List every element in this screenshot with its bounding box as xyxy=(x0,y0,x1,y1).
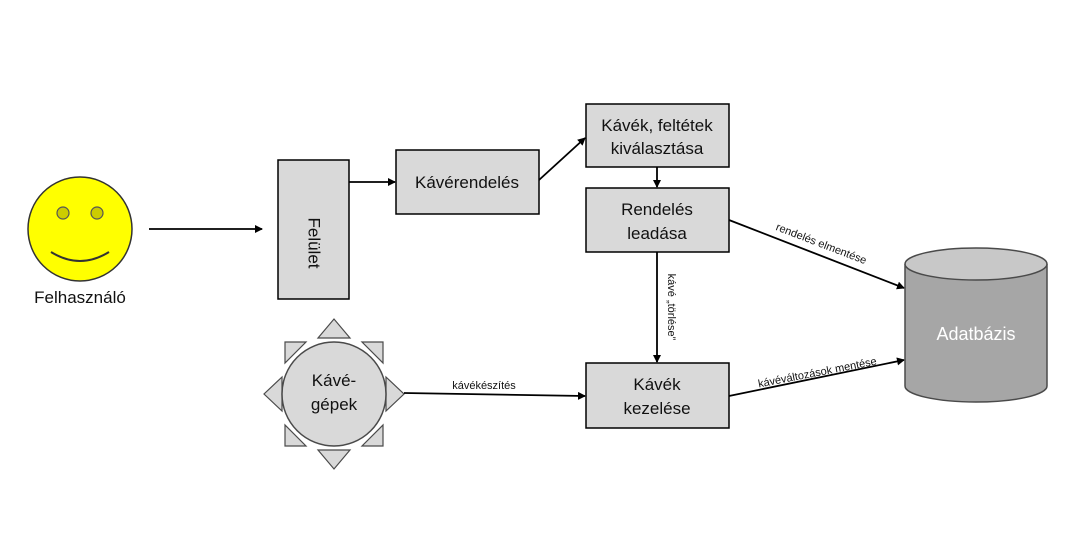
smiley-right-eye xyxy=(90,206,104,220)
sun-rays xyxy=(263,318,405,470)
node-kezelese-label-2: kezelése xyxy=(623,399,690,418)
database-icon xyxy=(904,264,1048,403)
edge-label-rendeles-mentese: rendelés elmentése xyxy=(774,221,868,267)
node-rendeles-label-1: Rendelés xyxy=(621,200,693,219)
smiley-face-icon xyxy=(27,176,133,282)
node-kivalasztas: Kávék, feltétek kiválasztása xyxy=(585,103,730,168)
edge-label-valtozasok-mentese: kávéváltozások mentése xyxy=(757,356,878,391)
node-kaverendeles-label: Kávérendelés xyxy=(415,173,519,192)
edge-rendeles-to-adatbazis xyxy=(728,219,905,290)
node-rendeles-label-2: leadása xyxy=(627,224,687,243)
smiley-mouth xyxy=(50,251,110,262)
node-adatbazis: Adatbázis xyxy=(904,247,1048,403)
node-rendeles: Rendelés leadása xyxy=(585,187,730,253)
node-kivalasztas-label-1: Kávék, feltétek xyxy=(601,116,713,135)
node-kivalasztas-label-2: kiválasztása xyxy=(611,139,704,158)
node-kavegepek-label-1: Kávé- xyxy=(312,371,356,390)
node-kezelese: Kávék kezelése xyxy=(585,362,730,429)
actor-label: Felhasználó xyxy=(34,288,126,307)
node-felulet-label: Felület xyxy=(305,217,324,268)
smiley-left-eye xyxy=(56,206,70,220)
node-kavegepek-label-2: gépek xyxy=(311,395,358,414)
edge-label-kavekeszites: kávékészítés xyxy=(452,380,516,392)
node-kezelese-label-1: Kávék xyxy=(633,375,681,394)
edge-kavegepek-to-kezelese xyxy=(403,391,586,400)
edge-label-kave-torlese: kávé „törlése” xyxy=(665,274,677,341)
node-felulet: Felület xyxy=(277,159,350,300)
edge-kezelese-to-adatbazis xyxy=(728,357,905,397)
node-adatbazis-label: Adatbázis xyxy=(936,324,1015,344)
user-actor: Felhasználó xyxy=(27,176,133,307)
edge-kaverendeles-to-kivalasztas xyxy=(538,137,586,181)
node-kavegepek: Kávé- gépek xyxy=(263,318,405,470)
node-kaverendeles: Kávérendelés xyxy=(395,149,540,215)
